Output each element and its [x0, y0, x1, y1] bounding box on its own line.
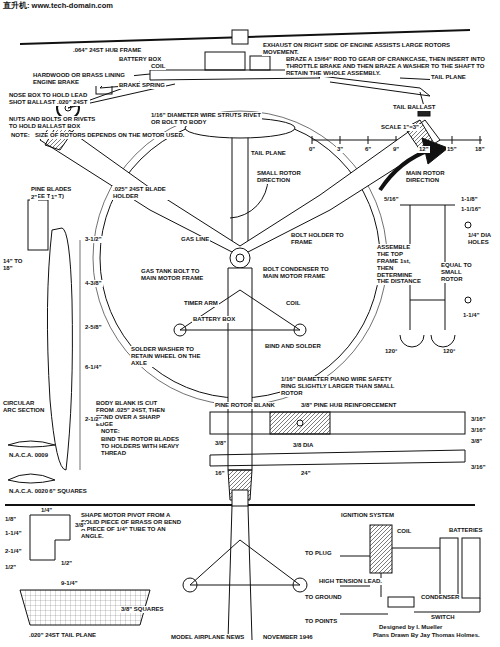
label: 1-1/4": [4, 530, 23, 537]
label: 15": [446, 146, 458, 153]
label: TO PLUG: [304, 550, 333, 557]
label: 3/8" SQUARES: [120, 606, 165, 613]
label: 4-3/8": [84, 280, 103, 287]
label: .025" 24ST BLADE HOLDER: [112, 186, 174, 200]
label: 12": [418, 146, 430, 153]
label: TAIL PLANE: [430, 74, 467, 81]
label: TAIL BALLAST: [392, 104, 436, 111]
label: NUTS AND BOLTS OR RIVETS TO HOLD BALLAST…: [8, 116, 100, 130]
label: MODEL AIRPLANE NEWS: [170, 634, 245, 641]
label: 2-1/4": [4, 548, 23, 555]
label: 1/4": [40, 507, 53, 514]
label: 3/8": [214, 440, 227, 447]
label: N.A.C.A. 0020: [8, 488, 49, 495]
label: COIL: [396, 528, 412, 535]
label: BOLT HOLDER TO FRAME: [290, 232, 352, 246]
label: EXHAUST ON RIGHT SIDE OF ENGINE ASSISTS …: [262, 42, 464, 56]
label: COIL: [285, 300, 301, 307]
label: TO POINTS: [304, 618, 338, 625]
label: 3/16": [470, 464, 487, 471]
label: BATTERIES: [448, 527, 484, 534]
label: SCALE 1"=3": [380, 124, 420, 131]
label: BOLT CONDENSER TO MAIN MOTOR FRAME: [262, 266, 339, 280]
label: SHAPE MOTOR PIVOT FROM A SOLID PIECE OF …: [80, 512, 182, 540]
label: 2": [30, 194, 38, 201]
label: 18": [474, 146, 486, 153]
label: BIND THE ROTOR BLADES TO HOLDERS WITH HE…: [100, 436, 182, 457]
label: BATTERY BOX: [192, 316, 236, 323]
label: NOVEMBER 1946: [262, 634, 314, 641]
label: CONDENSER: [420, 594, 460, 601]
label: 120°: [384, 348, 398, 355]
label: BATTERY BOX: [118, 56, 162, 63]
label: SOLDER WASHER TO RETAIN WHEEL ON THE AXL…: [130, 346, 207, 367]
label: 3/8 DIA: [292, 442, 314, 449]
label: 1-1/16": [460, 206, 482, 213]
label: IGNITION SYSTEM: [340, 512, 395, 519]
label: 9-1/4": [60, 580, 79, 587]
label: 14" TO 18": [2, 258, 28, 272]
label: 1/16" DIAMETER WIRE STRUTS RIVET OR BOLT…: [150, 112, 262, 126]
label: 直升机: www.tech-domain.com: [2, 2, 114, 11]
label: SMALL ROTOR DIRECTION: [256, 170, 313, 184]
label: 2-1/2": [84, 416, 103, 423]
label: 16": [214, 470, 226, 477]
label: 6": [364, 146, 372, 153]
label: 24": [300, 470, 312, 477]
label: BIND AND SOLDER: [264, 343, 322, 350]
label: 3": [336, 146, 344, 153]
label: GAS LINE: [180, 236, 210, 243]
label: SIZE OF ROTORS DEPENDS ON THE MOTOR USED…: [34, 132, 185, 139]
label: 2-5/8": [84, 324, 103, 331]
label: MAIN ROTOR DIRECTION: [405, 170, 477, 184]
label: 0": [308, 146, 316, 153]
label: COIL: [150, 63, 166, 70]
label: ASSEMBLE THE TOP FRAME 1st, THEN DETERMI…: [376, 244, 423, 285]
label: 1-1/8": [460, 196, 479, 203]
label: 1/8": [4, 516, 17, 523]
label: 9": [392, 146, 400, 153]
label: 1": [50, 194, 58, 201]
label: 1/2": [60, 560, 73, 567]
label: 3-1/2": [84, 236, 103, 243]
label: SWITCH: [430, 614, 456, 621]
label: .064" 24ST HUB FRAME: [72, 47, 142, 54]
label: EQUAL TO SMALL ROTOR: [440, 262, 482, 283]
label: N.A.C.A. 0009: [8, 452, 49, 459]
label: 3/8": [470, 438, 483, 445]
label: .020" 24ST TAIL PLANE: [28, 632, 97, 639]
label: 6-1/4": [84, 364, 103, 371]
label: 1/2": [4, 564, 17, 571]
label: BODY BLANK IS CUT FROM .025" 24ST, THEN …: [95, 400, 177, 428]
label: NOTE:: [100, 428, 121, 435]
label: PINE ROTOR BLANK: [214, 402, 276, 409]
label: TO GROUND: [304, 594, 343, 601]
label: Designed by I. Mueller: [378, 624, 443, 631]
label: GAS TANK BOLT TO MAIN MOTOR FRAME: [140, 268, 207, 282]
label: CIRCULAR ARC SECTION: [2, 400, 49, 414]
label: 1/16" DIAMETER PIANO WIRE SAFETY RING SL…: [280, 376, 402, 397]
label: BRAKE SPRING: [118, 82, 166, 89]
label: NOTE:: [10, 132, 31, 139]
label: TIMER ARM: [183, 300, 219, 307]
label: HIGH TENSION LEAD.: [318, 578, 383, 585]
label: 5/16": [383, 196, 400, 203]
label: 3/8" PINE HUB REINFORCEMENT: [300, 402, 398, 409]
label: TAIL PLANE: [250, 150, 287, 157]
label: Plans Drawn By Jay Thomas Holmes.: [372, 632, 481, 639]
label: NOSE BOX TO HOLD LEAD SHOT BALLAST .020"…: [8, 92, 90, 106]
label: 3/16": [470, 416, 487, 423]
label: 3/8": [74, 522, 87, 529]
label: 120°: [442, 348, 456, 355]
label: 3/16": [470, 427, 487, 434]
label: 1-1/4": [462, 312, 481, 319]
label: 1/4" DIA HOLES: [467, 232, 497, 246]
